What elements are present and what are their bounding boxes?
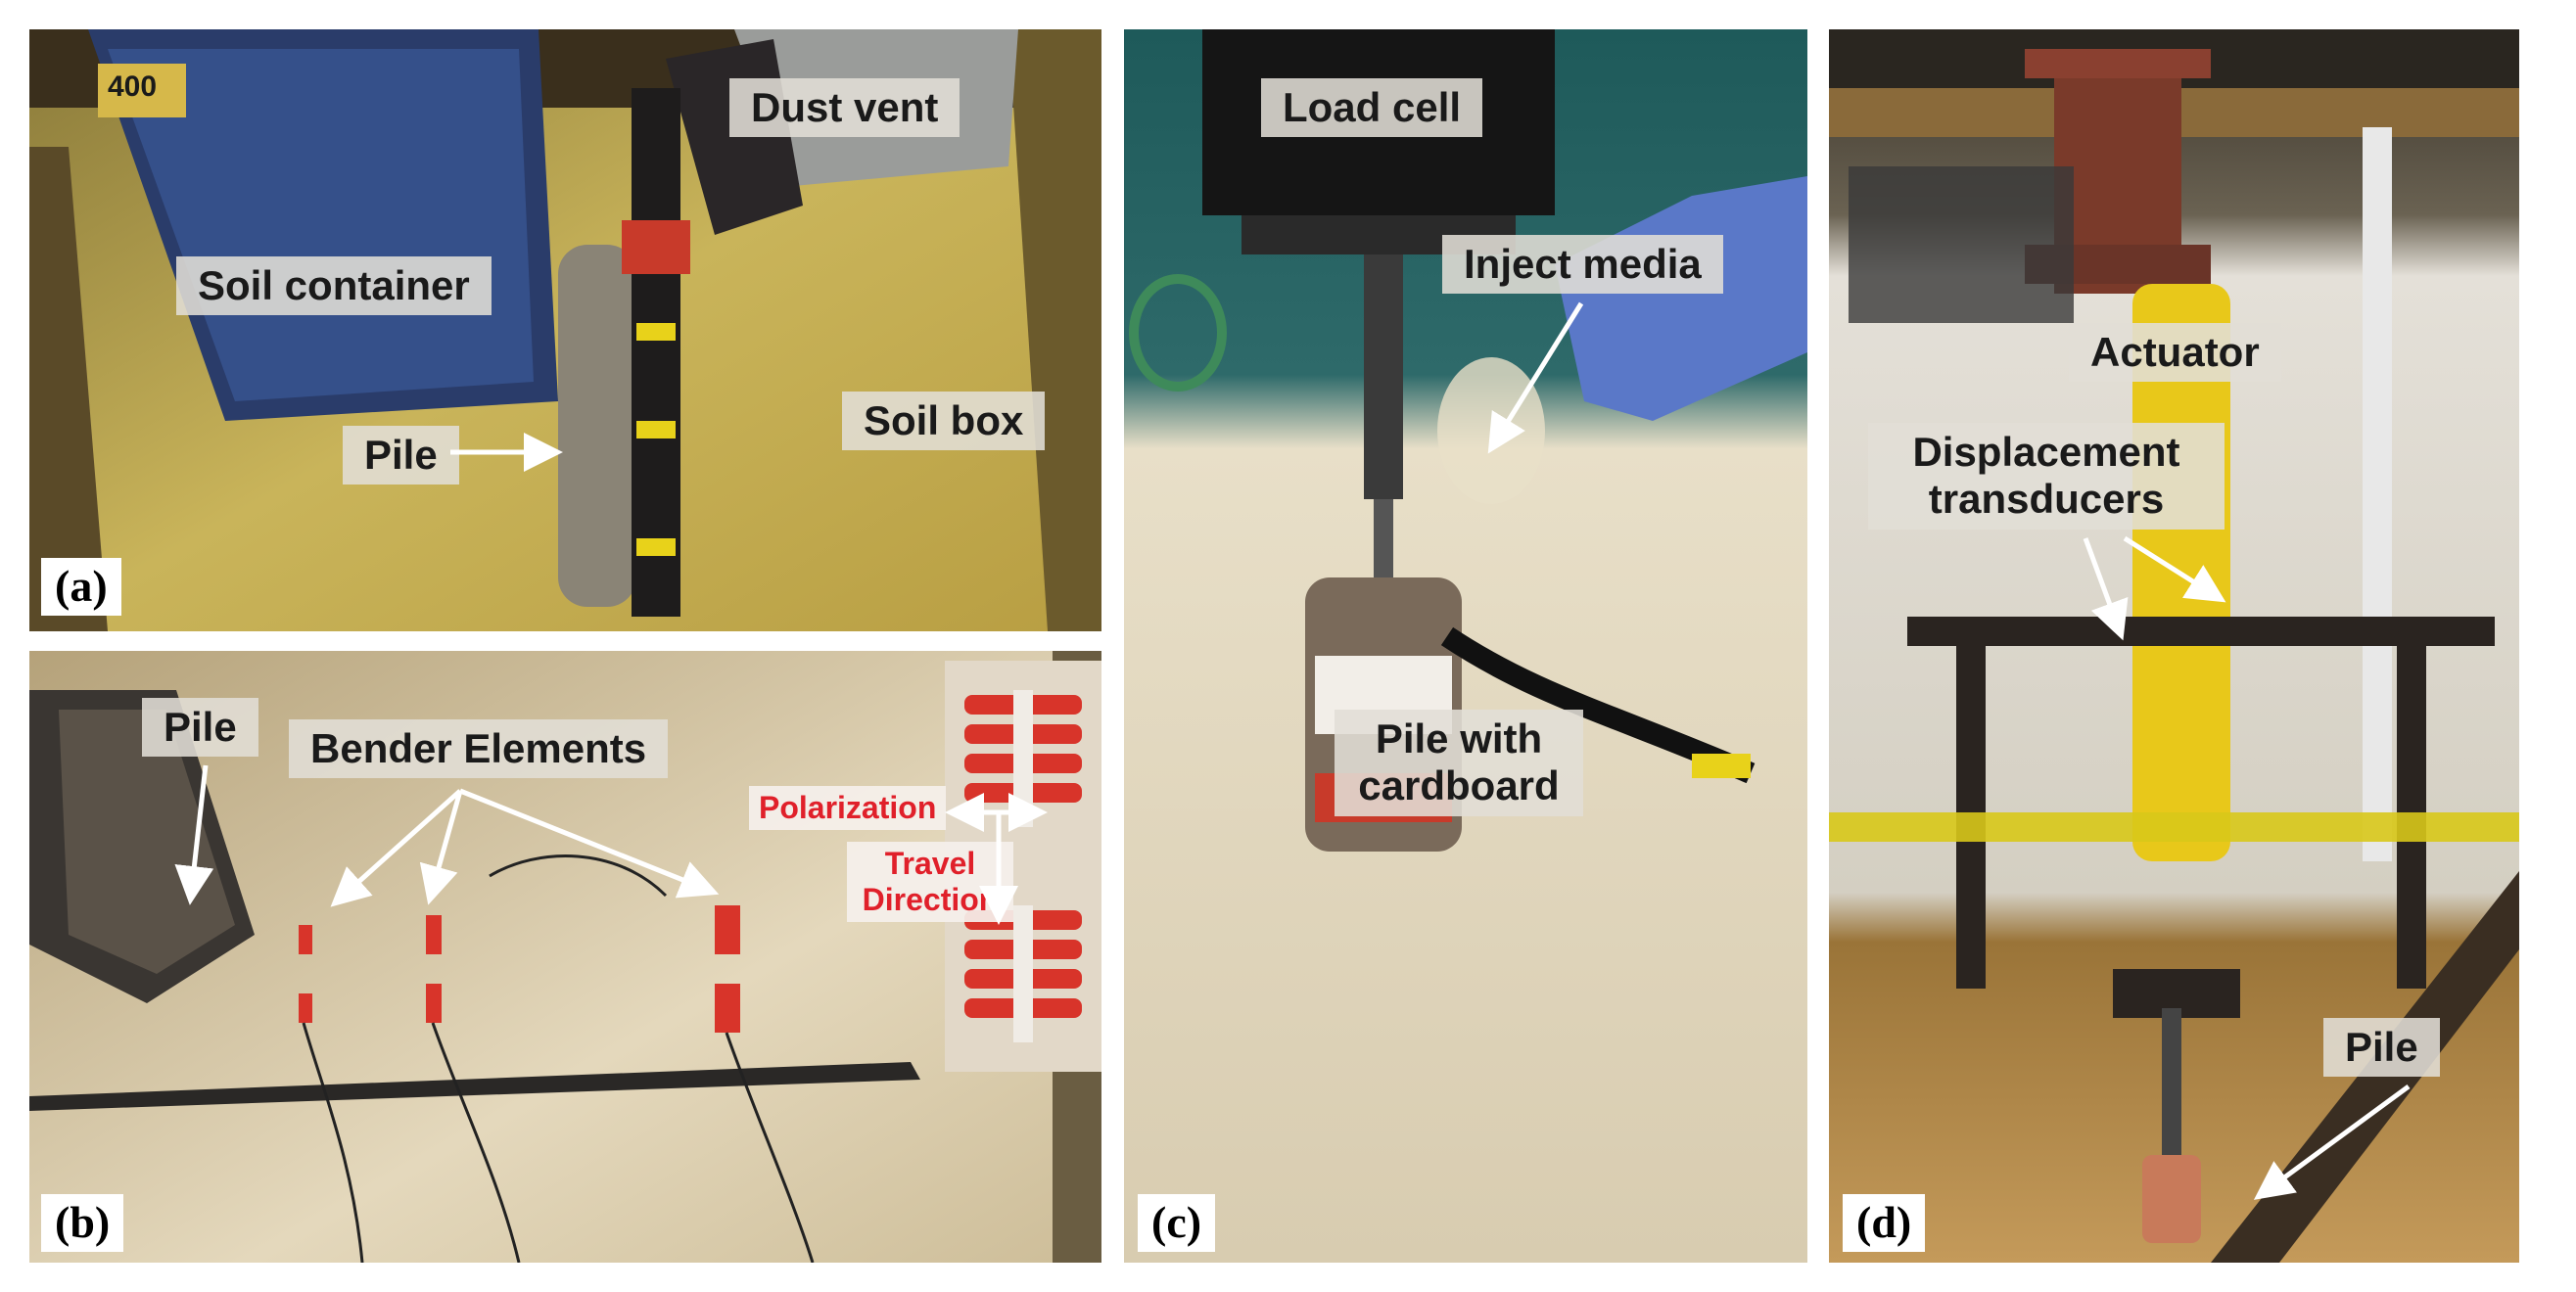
panel-d-photo xyxy=(1829,29,2519,1263)
panel-c-photo xyxy=(1124,29,1807,1263)
label-polarization: Polarization xyxy=(749,786,947,830)
label-pile-b: Pile xyxy=(142,698,258,758)
label-bender-elements: Bender Elements xyxy=(289,719,669,779)
label-pile-d: Pile xyxy=(2323,1018,2440,1078)
panel-c: Load cell Inject media Pile with cardboa… xyxy=(1124,29,1807,1263)
panel-b: Pile Bender Elements Polarization Travel… xyxy=(29,651,1101,1263)
panel-a-tag: (a) xyxy=(41,558,121,616)
label-dust-vent: Dust vent xyxy=(729,78,960,138)
container-sticker: 400 xyxy=(108,70,158,103)
label-pile-with-cardboard: Pile with cardboard xyxy=(1335,710,1583,816)
panel-d: Actuator Displacement transducers Pile (… xyxy=(1829,29,2519,1263)
label-soil-container: Soil container xyxy=(176,256,492,316)
panel-b-tag: (b) xyxy=(41,1194,124,1252)
panel-d-tag: (d) xyxy=(1843,1194,1926,1252)
label-displacement-transducers: Displacement transducers xyxy=(1868,423,2225,530)
panel-a: 400 Dust vent Soil container Soil box Pi… xyxy=(29,29,1101,631)
label-soil-box: Soil box xyxy=(842,392,1046,451)
label-pile-a: Pile xyxy=(343,426,459,485)
label-travel-direction: Travel Direction xyxy=(847,842,1013,922)
label-load-cell: Load cell xyxy=(1261,78,1483,138)
label-actuator: Actuator xyxy=(2069,323,2281,383)
label-inject-media: Inject media xyxy=(1442,235,1723,295)
panel-c-tag: (c) xyxy=(1138,1194,1216,1252)
